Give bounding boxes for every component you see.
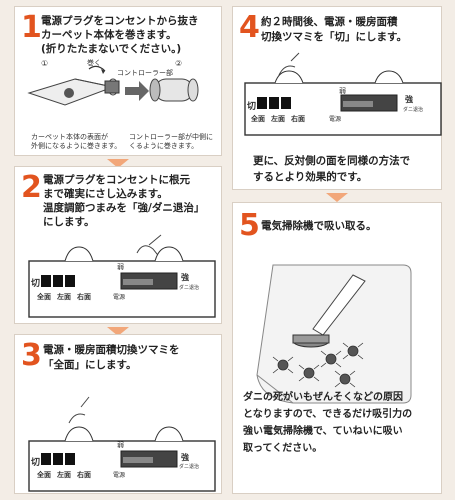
panel3-left: 左面: [57, 471, 71, 479]
controller-illustration-4: [244, 52, 442, 136]
panel2-power: 電源: [113, 294, 126, 301]
step-5-text: 電気掃除機で吸い取る。: [261, 220, 377, 232]
step-2-card: 2 電源プラグをコンセントに根元 まで確実にさし込みます。 温度調節つまみを「強…: [14, 166, 222, 324]
step-arrow-4: [326, 193, 348, 202]
panel2-mite: ダニ退治: [179, 285, 200, 291]
panel3-weak: 弱: [117, 441, 124, 449]
panel2-right: 右面: [77, 293, 91, 301]
step-arrow-1: [107, 159, 129, 168]
label-controller: コントローラー部: [117, 69, 173, 77]
step-3-card: 3 電源・暖房面積切換ツマミを 「全面」にします。 切 弱 強 ダニ退治 全面 …: [14, 334, 222, 494]
step-5-extra: ダニの死がいもぜんそくなどの原因 となりますので、できるだけ吸引力の 強い電気掃…: [243, 392, 413, 454]
step-2-number: 2: [21, 170, 42, 205]
panel3-strong: 強: [181, 453, 189, 462]
panel4-mite: ダニ退治: [403, 107, 424, 113]
controller-illustration-2: [28, 234, 216, 318]
step-3-text: 電源・暖房面積切換ツマミを 「全面」にします。: [43, 344, 180, 371]
step-1-card: 1 電源プラグをコンセントから抜き カーペット本体を巻きます。 (折りたたまない…: [14, 6, 222, 156]
vacuum-illustration: [256, 264, 412, 404]
panel2-full: 全面: [37, 293, 51, 301]
note-right: コントローラー部が中側に くるように巻きます。: [129, 133, 213, 150]
panel4-right: 右面: [291, 115, 305, 123]
panel4-left: 左面: [271, 115, 285, 123]
panel2-left: 左面: [57, 293, 71, 301]
panel4-power: 電源: [329, 116, 342, 123]
label-circle-1: ①: [41, 59, 49, 68]
step-3-number: 3: [21, 338, 42, 373]
panel2-weak: 弱: [117, 263, 124, 271]
panel3-right: 右面: [77, 471, 91, 479]
panel3-off: 切: [31, 458, 41, 468]
label-circle-2: ②: [175, 59, 183, 68]
step-4-extra: 更に、反対側の面を同様の方法で するとより効果的です。: [253, 155, 411, 183]
step-4-card: 4 約２時間後、電源・暖房面積 切換ツマミを「切」にします。 切 弱 強 ダニ退…: [232, 6, 442, 190]
controller-illustration-3: [28, 396, 216, 492]
step-5-card: 5 電気掃除機で吸い取る。 ダニの死がいもぜんそくなどの原因 となりますので、で…: [232, 202, 442, 494]
panel3-mite: ダニ退治: [179, 464, 200, 470]
step-5-number: 5: [239, 208, 260, 243]
panel2-strong: 強: [181, 273, 189, 282]
step-4-text: 約２時間後、電源・暖房面積 切換ツマミを「切」にします。: [261, 16, 407, 43]
note-left: カーペット本体の表面が 外側になるように巻きます。: [31, 133, 122, 150]
step-4-number: 4: [239, 10, 260, 45]
label-maki: 巻く: [87, 59, 101, 67]
panel4-off: 切: [247, 102, 257, 112]
step-1-number: 1: [21, 10, 42, 45]
panel4-weak: 弱: [339, 87, 346, 95]
panel4-full: 全面: [251, 115, 265, 123]
step-2-text: 電源プラグをコンセントに根元 まで確実にさし込みます。 温度調節つまみを「強/ダ…: [43, 174, 205, 228]
panel3-full: 全面: [37, 471, 51, 479]
panel2-off: 切: [31, 279, 41, 289]
panel4-strong: 強: [405, 95, 413, 104]
panel3-power: 電源: [113, 472, 126, 479]
step-1-text: 電源プラグをコンセントから抜き カーペット本体を巻きます。 (折りたたまないでく…: [41, 15, 199, 55]
rolling-illustration: [27, 65, 199, 106]
step-arrow-2: [107, 327, 129, 336]
